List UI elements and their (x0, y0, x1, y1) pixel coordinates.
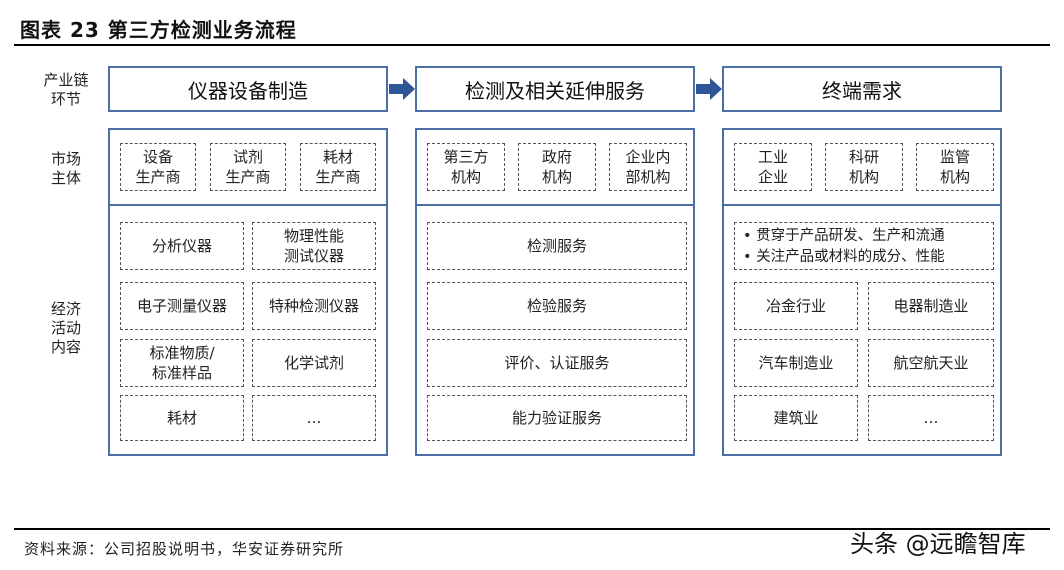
service-proficiency-testing: 能力验证服务 (427, 395, 687, 441)
box-line: … (306, 409, 322, 427)
panel-divider (415, 204, 695, 206)
box-line: 机构 (848, 168, 879, 186)
box-line: 电子测量仪器 (136, 297, 227, 315)
box-line: 政府 (541, 148, 572, 166)
box-line: 特种检测仪器 (268, 297, 359, 315)
industry-aerospace: 航空航天业 (868, 339, 994, 387)
box-line: 企业 (757, 168, 788, 186)
industry-metallurgy: 冶金行业 (734, 282, 858, 330)
box-line: 设备 (142, 148, 173, 166)
bullet-item: 关注产品或材料的成分、性能 (743, 247, 985, 268)
market-equipment-maker: 设备生产商 (120, 143, 196, 191)
box-line: 机构 (450, 168, 481, 186)
row-label-line: 环节 (50, 90, 81, 108)
figure-title: 图表 23 第三方检测业务流程 (20, 18, 297, 42)
service-inspection: 检验服务 (427, 282, 687, 330)
activity-electronic-measurement: 电子测量仪器 (120, 282, 244, 330)
header-end-demand: 终端需求 (722, 66, 1002, 112)
activity-more: … (252, 395, 376, 441)
market-research-institution: 科研机构 (825, 143, 903, 191)
row-label-line: 内容 (50, 338, 81, 356)
arrow-right-icon (696, 78, 722, 100)
industry-automotive: 汽车制造业 (734, 339, 858, 387)
panel-divider (108, 204, 388, 206)
market-consumables-maker: 耗材生产商 (300, 143, 376, 191)
box-line: 试剂 (232, 148, 263, 166)
industry-construction: 建筑业 (734, 395, 858, 441)
source-note: 资料来源：公司招股说明书，华安证券研究所 (24, 540, 345, 558)
row-label-line: 主体 (50, 169, 81, 187)
box-line: 耗材 (322, 148, 353, 166)
box-line: 第三方 (443, 148, 489, 166)
box-line: 机构 (541, 168, 572, 186)
box-line: 监管 (939, 148, 970, 166)
box-line: 测试仪器 (283, 247, 344, 265)
box-line: 企业内 (625, 148, 671, 166)
box-line: 生产商 (135, 168, 181, 186)
arrow-right-icon (389, 78, 415, 100)
row-label-chain: 产业链 环节 (36, 71, 96, 109)
header-instrument-manufacturing: 仪器设备制造 (108, 66, 388, 112)
row-label-line: 市场 (50, 150, 81, 168)
market-third-party: 第三方机构 (427, 143, 505, 191)
activity-reference-materials: 标准物质/标准样品 (120, 339, 244, 387)
industry-electrical-appliances: 电器制造业 (868, 282, 994, 330)
watermark: 头条 @远瞻智库 (850, 530, 1026, 558)
bottom-rule (14, 528, 1050, 530)
box-line: 工业 (757, 148, 788, 166)
activity-special-testing-instruments: 特种检测仪器 (252, 282, 376, 330)
industry-more: … (868, 395, 994, 441)
row-label-line: 产业链 (43, 71, 89, 89)
service-evaluation-certification: 评价、认证服务 (427, 339, 687, 387)
box-line: 生产商 (225, 168, 271, 186)
box-line: 物理性能 (283, 227, 344, 245)
row-label-line: 活动 (50, 319, 81, 337)
market-enterprise-internal: 企业内部机构 (609, 143, 687, 191)
box-line: 化学试剂 (283, 354, 344, 372)
activity-physical-testing-instruments: 物理性能测试仪器 (252, 222, 376, 270)
box-line: 标准物质/ (149, 344, 215, 362)
top-rule (14, 44, 1050, 46)
header-testing-services: 检测及相关延伸服务 (415, 66, 695, 112)
market-regulator: 监管机构 (916, 143, 994, 191)
box-line: 耗材 (166, 409, 197, 427)
row-label-market: 市场 主体 (36, 150, 96, 188)
activity-analytical-instruments: 分析仪器 (120, 222, 244, 270)
panel-divider (722, 204, 1002, 206)
bullet-item: 贯穿于产品研发、生产和流通 (743, 226, 985, 247)
row-label-activity: 经济 活动 内容 (36, 300, 96, 357)
row-label-line: 经济 (50, 300, 81, 318)
box-line: 标准样品 (151, 364, 212, 382)
demand-bullets: 贯穿于产品研发、生产和流通 关注产品或材料的成分、性能 (734, 222, 994, 270)
market-reagent-maker: 试剂生产商 (210, 143, 286, 191)
service-testing: 检测服务 (427, 222, 687, 270)
box-line: 分析仪器 (151, 237, 212, 255)
box-line: 机构 (939, 168, 970, 186)
box-line: 生产商 (315, 168, 361, 186)
market-industrial-enterprise: 工业企业 (734, 143, 812, 191)
box-line: 科研 (848, 148, 879, 166)
market-government: 政府机构 (518, 143, 596, 191)
activity-chemical-reagents: 化学试剂 (252, 339, 376, 387)
box-line: 部机构 (625, 168, 671, 186)
activity-consumables: 耗材 (120, 395, 244, 441)
